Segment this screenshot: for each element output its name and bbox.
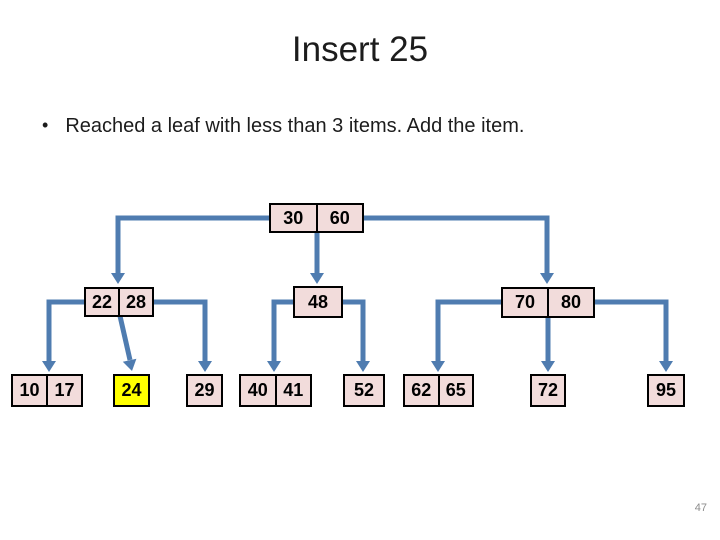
- tree-node-62-65: 62 65: [403, 374, 474, 407]
- node-key-cell: 70: [514, 292, 536, 312]
- node-key-cell: 30: [283, 207, 304, 228]
- node-key-cell: 29: [194, 380, 215, 400]
- arrow-down-icon: [540, 273, 554, 284]
- node-key-cell: 40: [247, 380, 268, 400]
- node-key-cell-highlighted: 24: [115, 376, 148, 405]
- connector-root-left: [115, 215, 269, 274]
- node-key-cell: 52: [353, 380, 375, 400]
- tree-node-72: 72: [530, 374, 566, 407]
- arrow-down-icon: [198, 361, 212, 372]
- node-key-cell: 62: [411, 380, 432, 400]
- arrow-down-icon: [310, 273, 324, 284]
- tree-node-70-80: 70 80: [501, 287, 595, 318]
- connector-48-left: [271, 299, 293, 362]
- arrow-down-icon: [42, 361, 56, 372]
- tree-node-24-highlighted: 24: [113, 374, 150, 407]
- tree-node-48: 48: [293, 286, 343, 318]
- node-key-cell: 41: [274, 376, 311, 405]
- node-key-cell: 72: [537, 380, 559, 400]
- tree-node-root: 30 60: [269, 203, 364, 233]
- arrow-down-icon: [122, 358, 137, 371]
- connector-22-left: [46, 299, 84, 362]
- tree-node-95: 95: [647, 374, 685, 407]
- tree-node-40-41: 40 41: [239, 374, 312, 407]
- node-key-cell: 65: [437, 376, 473, 405]
- connector-70-left: [435, 299, 501, 362]
- arrow-down-icon: [111, 273, 125, 284]
- arrow-down-icon: [541, 361, 555, 372]
- bullet-line: • Reached a leaf with less than 3 items.…: [42, 114, 662, 138]
- arrow-down-icon: [431, 361, 445, 372]
- tree-node-52: 52: [343, 374, 385, 407]
- tree-node-10-17: 10 17: [11, 374, 83, 407]
- node-key-cell: 48: [307, 291, 329, 312]
- connector-22-mid-diagonal: [117, 315, 133, 361]
- arrow-down-icon: [659, 361, 673, 372]
- connector-22-right: [154, 299, 208, 362]
- node-key-cell: 60: [315, 205, 363, 231]
- arrow-down-icon: [356, 361, 370, 372]
- node-key-cell: 80: [547, 289, 593, 316]
- tree-node-22-28: 22 28: [84, 287, 154, 317]
- connector-root-right: [364, 215, 550, 274]
- node-key-cell: 22: [91, 291, 113, 312]
- slide-title: Insert 25: [291, 30, 429, 69]
- node-key-cell: 95: [655, 380, 677, 400]
- node-key-cell: 17: [46, 376, 81, 405]
- node-key-cell: 10: [19, 380, 40, 400]
- page-number: 47: [694, 502, 707, 514]
- connector-48-right: [343, 299, 366, 362]
- bullet-text: Reached a leaf with less than 3 items. A…: [65, 115, 525, 137]
- connector-70-right: [595, 299, 669, 362]
- node-key-cell: 28: [118, 289, 152, 315]
- arrow-down-icon: [267, 361, 281, 372]
- tree-node-29: 29: [186, 374, 223, 407]
- bullet-icon: •: [42, 115, 49, 135]
